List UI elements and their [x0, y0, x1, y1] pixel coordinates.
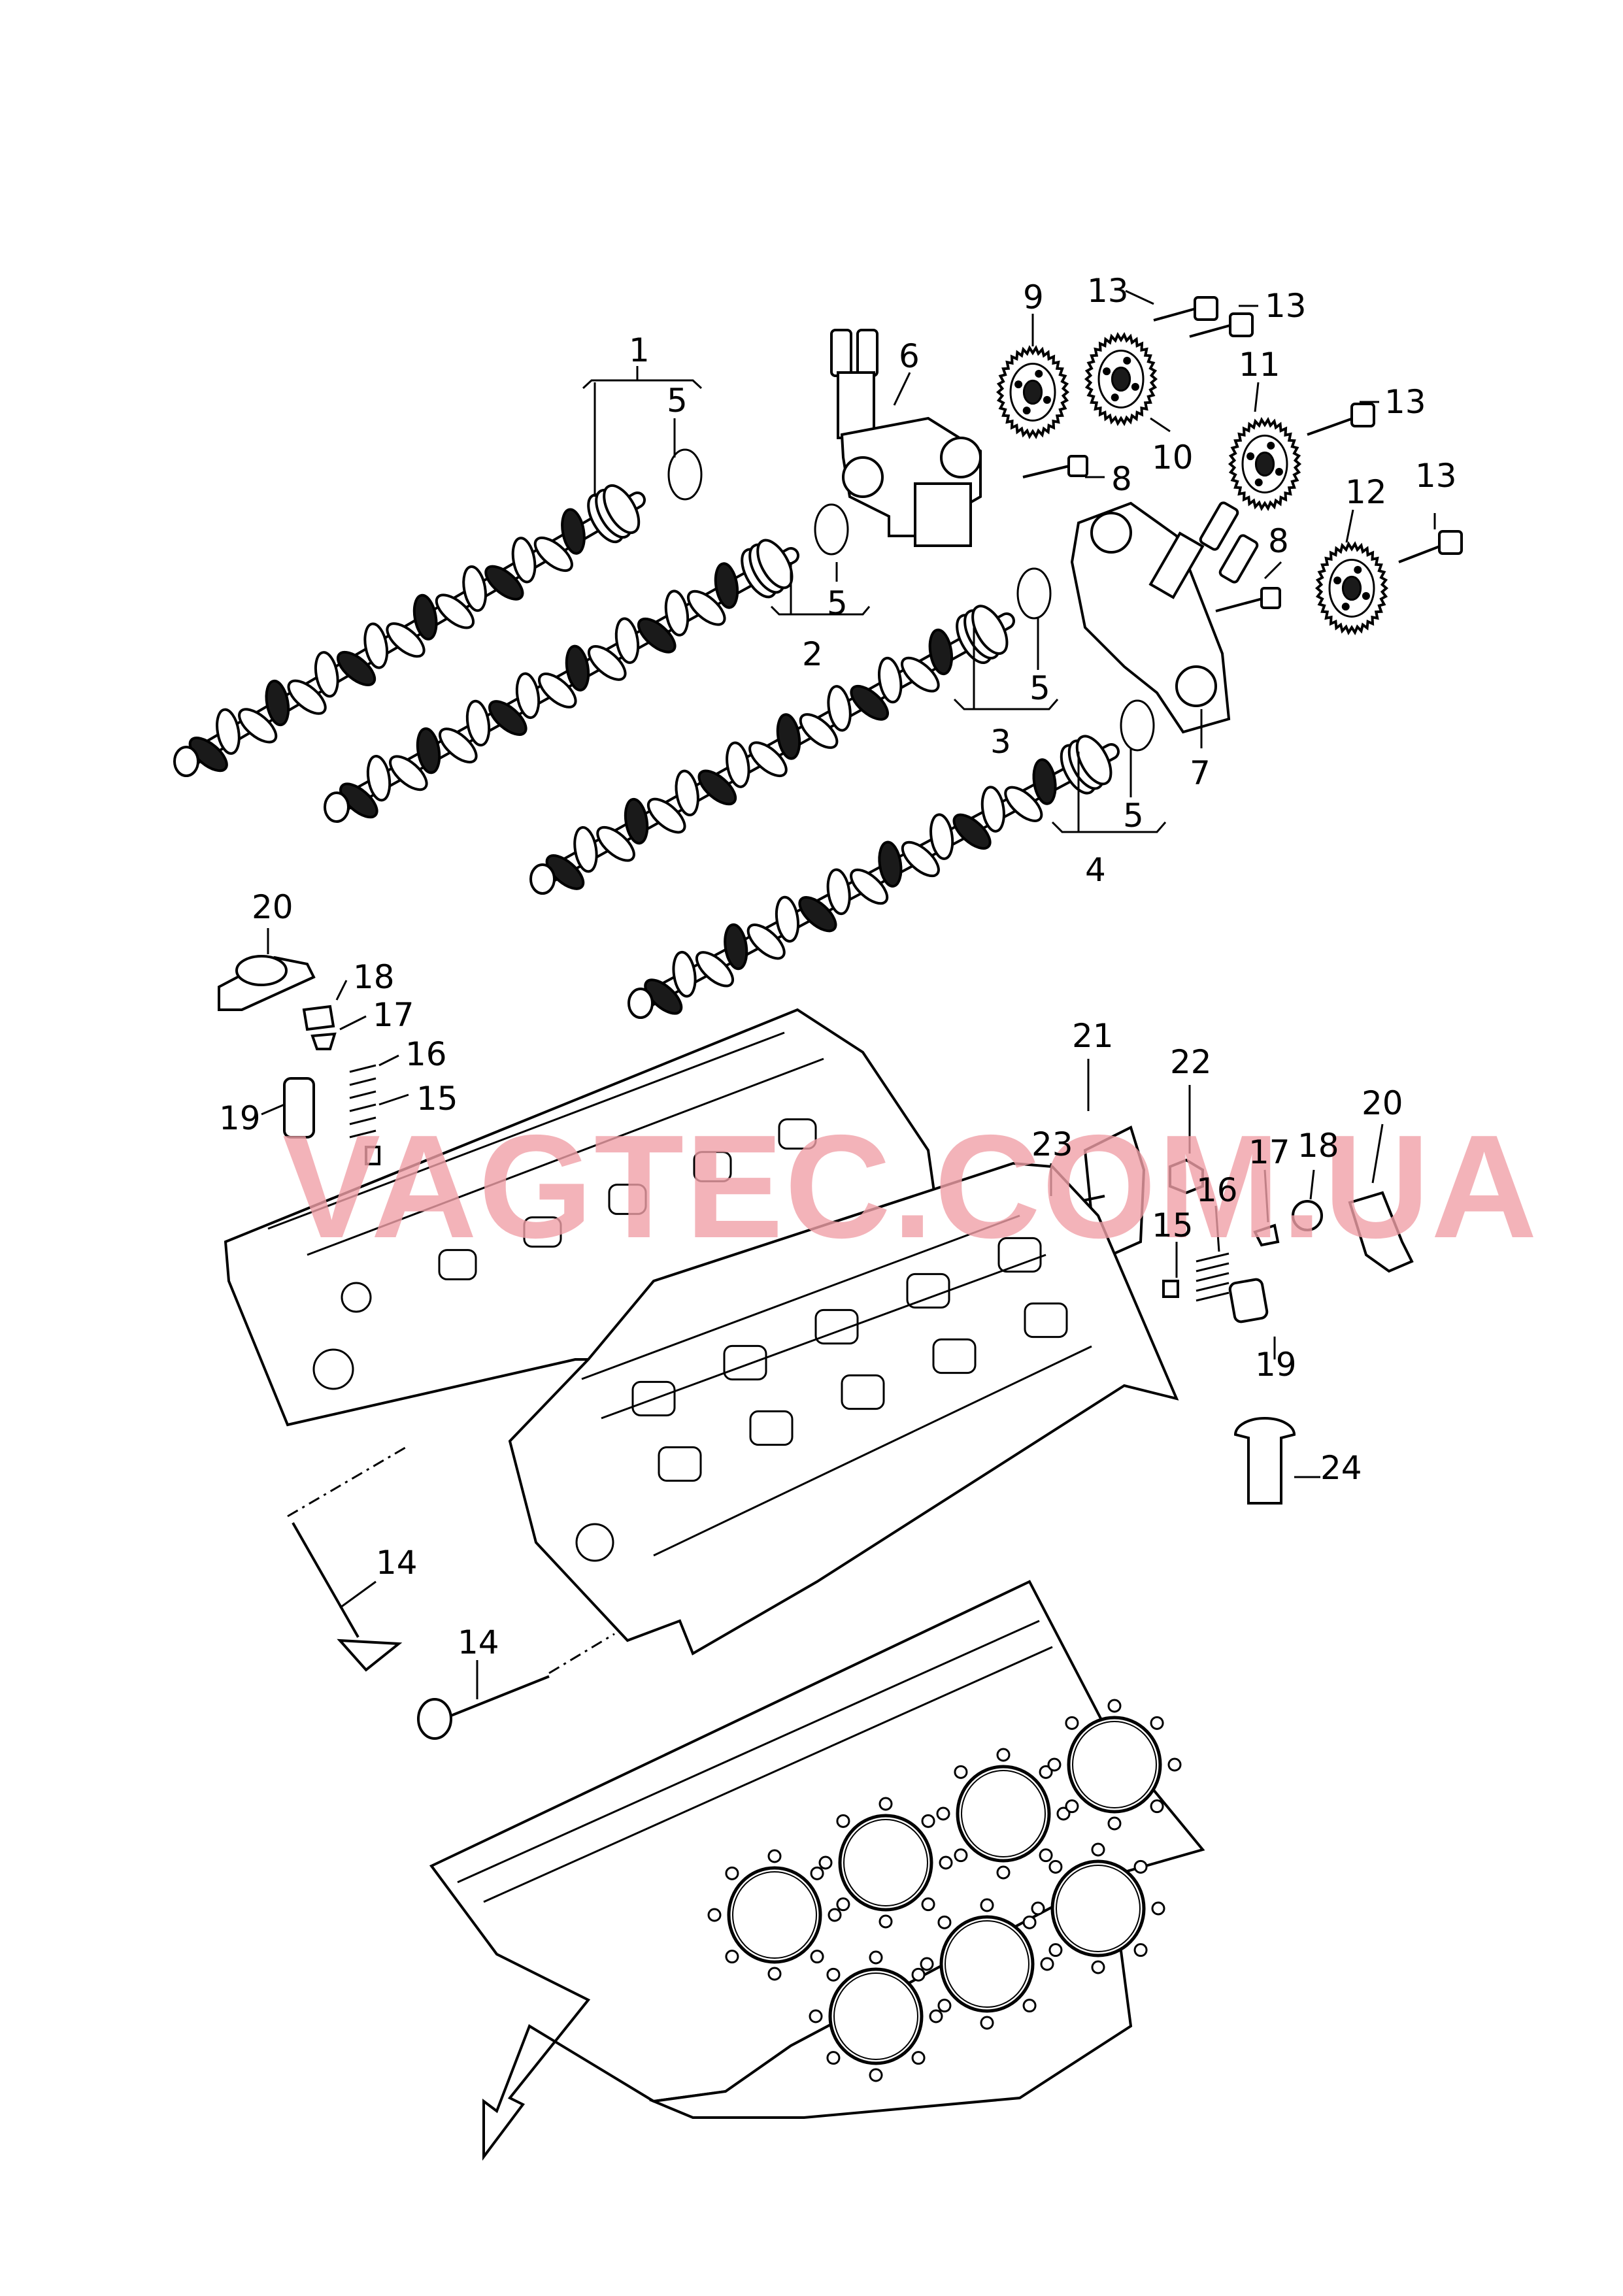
sprocket-11 — [1228, 417, 1302, 511]
retainer-18-left — [302, 1005, 335, 1031]
valve-14-right — [417, 1675, 550, 1740]
lifter-19-right — [1228, 1278, 1269, 1323]
callout-14-b: 14 — [458, 1623, 499, 1661]
retainer-18-right — [1292, 1200, 1323, 1231]
sprocket-10 — [1084, 332, 1158, 426]
valve-train-left — [218, 955, 380, 1165]
callout-9: 9 — [1023, 278, 1044, 316]
callout-13-c: 13 — [1384, 383, 1426, 421]
callout-20-a: 20 — [252, 888, 293, 926]
spring-16-right — [1196, 1252, 1230, 1302]
guide-24 — [1233, 1417, 1296, 1505]
camshaft-adjuster-7 — [1070, 501, 1259, 734]
callout-10: 10 — [1152, 439, 1194, 476]
valve-14-left — [292, 1522, 403, 1672]
camshaft-4 — [627, 735, 1120, 1019]
callout-20-b: 20 — [1362, 1084, 1403, 1122]
callout-18-b: 18 — [1297, 1127, 1339, 1165]
bolt-13-d — [1398, 530, 1463, 563]
callout-13-a: 13 — [1087, 272, 1129, 310]
camshaft-2 — [324, 539, 799, 823]
cylinder-bore — [727, 1866, 822, 1964]
bolt-13-a — [1153, 296, 1218, 322]
callout-6: 6 — [899, 337, 920, 375]
cylinder-bore — [1067, 1716, 1162, 1814]
callout-12: 12 — [1345, 473, 1387, 511]
cylinder-bore — [956, 1765, 1051, 1863]
cylinder-head-lower — [508, 1161, 1179, 1655]
sprockets — [996, 332, 1389, 635]
callout-21: 21 — [1072, 1017, 1114, 1055]
watermark: VAGTEC.COM.UA — [282, 1104, 1539, 1269]
bolt-8-lower — [1215, 587, 1281, 612]
callout-24: 24 — [1320, 1449, 1362, 1487]
callout-11: 11 — [1239, 346, 1280, 384]
seal-ring-3 — [1016, 567, 1052, 620]
callout-17-a: 17 — [373, 996, 414, 1034]
callout-8-b: 8 — [1268, 522, 1289, 560]
callout-3: 3 — [990, 723, 1011, 761]
cylinder-head-upper — [224, 1008, 937, 1427]
camshaft-1 — [173, 484, 646, 777]
callout-13-b: 13 — [1265, 287, 1307, 325]
camshaft-adjuster-6 — [830, 329, 982, 547]
bolt-13-b — [1189, 312, 1254, 338]
callout-22: 22 — [1170, 1043, 1212, 1081]
callout-18-a: 18 — [353, 958, 395, 996]
callout-8-a: 8 — [1111, 460, 1132, 498]
keeper-17-right — [1253, 1223, 1280, 1247]
callout-4: 4 — [1085, 851, 1106, 889]
callout-19-b: 19 — [1255, 1346, 1297, 1384]
callout-labels: 1 2 3 4 5 5 5 5 6 7 8 8 9 10 11 12 13 13… — [219, 272, 1457, 1661]
valve-train-right — [1042, 1125, 1414, 1505]
callout-7: 7 — [1190, 754, 1211, 792]
callout-5-c: 5 — [1029, 669, 1050, 707]
bolt-13-c — [1307, 403, 1375, 436]
seal-ring-1 — [667, 448, 703, 501]
cylinder-bore — [828, 1967, 924, 2065]
callout-15-a: 15 — [416, 1080, 458, 1118]
callout-14-a: 14 — [376, 1544, 418, 1582]
bolt-8-upper — [1022, 455, 1088, 478]
stem-seal-15-right — [1162, 1280, 1179, 1298]
spring-16-left — [349, 1064, 376, 1139]
sprocket-12 — [1314, 541, 1389, 635]
lifter-19-left — [283, 1077, 315, 1139]
callout-13-d: 13 — [1415, 457, 1457, 495]
callout-5-a: 5 — [667, 382, 688, 420]
stem-seal-15-left — [365, 1146, 380, 1165]
sprocket-9 — [996, 345, 1070, 439]
rocker-arm-20-right — [1348, 1191, 1414, 1273]
seal-ring-2 — [814, 503, 849, 556]
cylinder-bore — [838, 1814, 933, 1912]
callout-2: 2 — [802, 635, 823, 673]
callout-1: 1 — [629, 331, 650, 369]
callout-5-b: 5 — [827, 584, 848, 622]
camshaft-3 — [529, 605, 1015, 895]
callout-16-a: 16 — [405, 1035, 447, 1073]
engine-block — [429, 1580, 1205, 2161]
cylinder-bore — [1050, 1859, 1146, 1957]
callout-16-b: 16 — [1196, 1171, 1238, 1209]
camshafts — [173, 484, 1120, 1019]
leader-lines — [261, 290, 1436, 1699]
bolts-13 — [1153, 296, 1463, 563]
seal-ring-4 — [1120, 699, 1155, 752]
nut-22 — [1169, 1158, 1204, 1195]
callout-17-b: 17 — [1248, 1133, 1290, 1171]
callout-15-b: 15 — [1152, 1206, 1194, 1244]
callout-23: 23 — [1031, 1125, 1073, 1163]
seal-rings — [667, 448, 1155, 752]
keeper-17-left — [310, 1032, 337, 1050]
cylinder-bore — [939, 1915, 1035, 2013]
callout-19-a: 19 — [219, 1099, 261, 1137]
callout-5-d: 5 — [1123, 797, 1144, 835]
